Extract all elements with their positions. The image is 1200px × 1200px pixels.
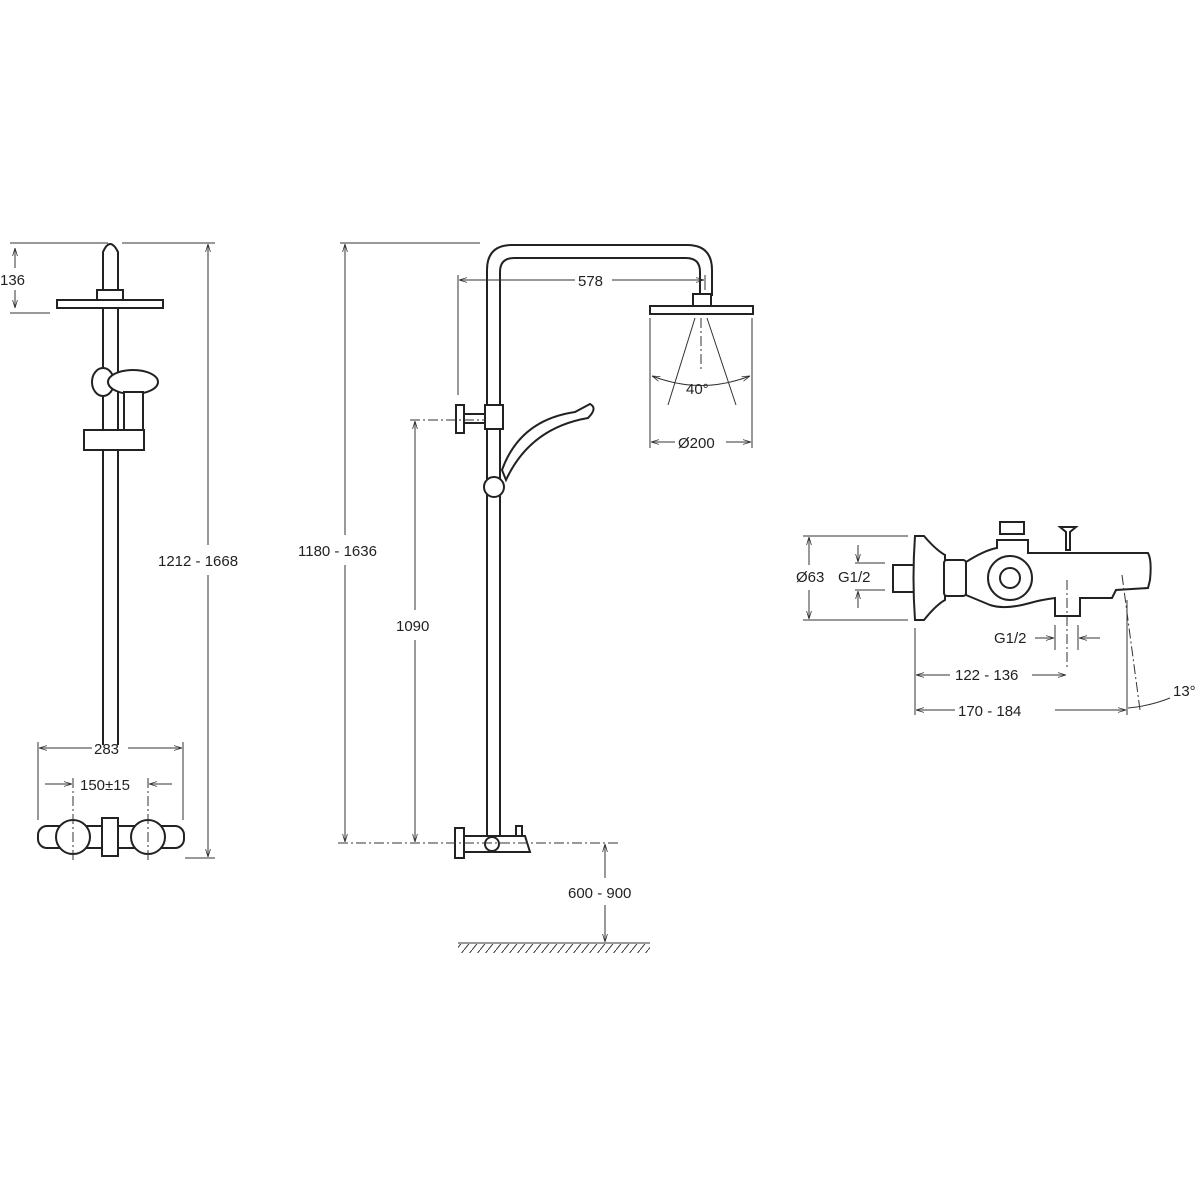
- dim-flange-diameter: Ø63: [796, 569, 824, 586]
- overhead-shower: [649, 305, 754, 315]
- diverter-knob: [1057, 526, 1079, 551]
- dim-outlet-offset: 122 - 136: [955, 667, 1018, 684]
- shower-outlet: [999, 521, 1025, 535]
- dim-spray-angle: 40°: [686, 381, 709, 398]
- overhead-shower: [56, 299, 164, 309]
- mixer-detail-view: Ø63 G1/2 G1/2 122 - 136 170 - 184 13°: [796, 521, 1196, 720]
- front-view: 136 1212 - 1668 283 150±15: [0, 242, 238, 862]
- dim-total-height: 1212 - 1668: [158, 553, 238, 570]
- dim-inlet-spacing: 150±15: [80, 777, 130, 794]
- dim-spout-length: 170 - 184: [958, 703, 1021, 720]
- inlet-pipe: [892, 564, 916, 593]
- floor-hatch: [458, 944, 650, 953]
- hand-shower: [107, 369, 159, 395]
- hand-shower: [500, 402, 595, 483]
- dim-width: 283: [94, 741, 119, 758]
- dim-top-height: 136: [0, 272, 25, 289]
- slider: [83, 429, 145, 451]
- wall-bracket: [455, 404, 465, 434]
- dim-slider-height: 1090: [396, 618, 429, 635]
- dim-inlet-thread: G1/2: [838, 569, 871, 586]
- riser-pipe: [102, 243, 119, 745]
- wall-flange: [912, 535, 946, 621]
- dim-mount-height: 600 - 900: [568, 885, 631, 902]
- slider: [483, 476, 505, 498]
- dim-spout-angle: 13°: [1173, 683, 1196, 700]
- side-view: 40° Ø200 578 1180 - 1636 1090 600 - 900: [298, 242, 754, 953]
- riser-arch: [486, 244, 713, 835]
- dim-head-diameter: Ø200: [678, 435, 715, 452]
- dim-outlet-thread: G1/2: [994, 630, 1027, 647]
- dim-arm-reach: 578: [578, 273, 603, 290]
- dim-total-height: 1180 - 1636: [298, 543, 377, 560]
